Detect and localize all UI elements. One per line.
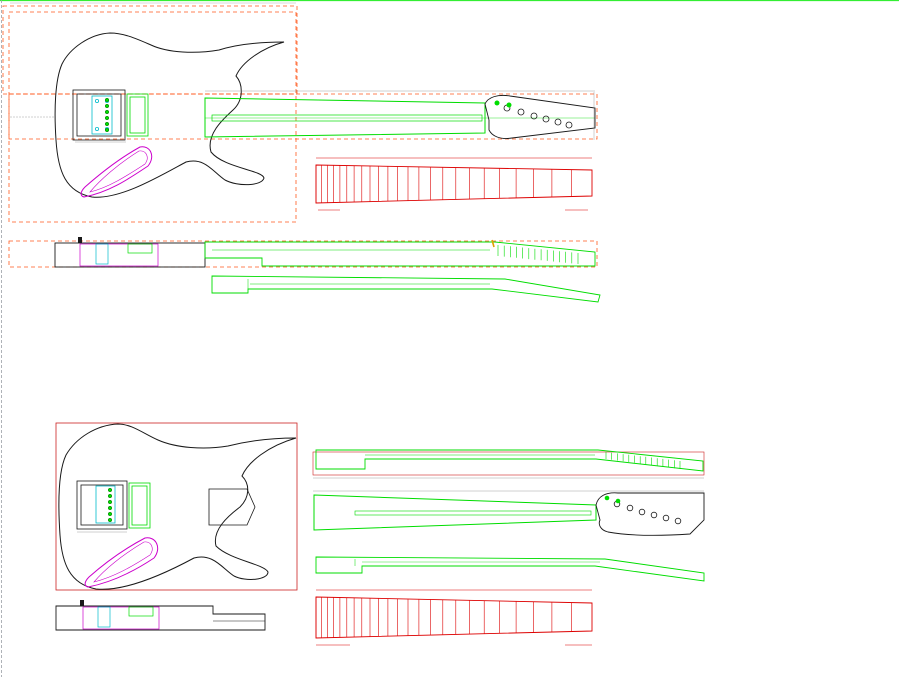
tuner-hole-icon [650, 511, 658, 519]
neck-side2-outline [315, 556, 705, 582]
bridge-cavity [76, 480, 128, 530]
neck-pocket-side [127, 243, 153, 254]
string-tree-markers [494, 100, 512, 108]
pickguard [84, 537, 159, 588]
tuner-hole-icon [662, 514, 670, 522]
tuner-hole-icon [638, 508, 646, 516]
body-outline [58, 423, 297, 590]
neck-pickup [128, 482, 151, 529]
truss-rod-channel [354, 510, 592, 516]
neck-side-view [315, 556, 705, 582]
headstock-outline [484, 94, 596, 139]
tuner-hole-icon [626, 504, 634, 512]
bridge-route-side [79, 243, 159, 267]
neck-side-frets [605, 452, 681, 469]
body-side-outline [55, 605, 266, 631]
bridge-cavity [72, 89, 126, 141]
body-side-view [54, 237, 206, 268]
tuner-hole-icon [530, 112, 538, 120]
neck-outline [204, 97, 486, 138]
fretboard-outline [315, 596, 593, 639]
body-frame [55, 422, 298, 591]
neck-side-view [211, 275, 601, 303]
bridge-pickup [91, 95, 113, 135]
neck-side-frets [497, 245, 579, 264]
guide-rectangles [2, 5, 598, 268]
nut-marker [491, 239, 495, 248]
body-top-view [55, 422, 298, 591]
neck-pocket-side [128, 606, 154, 617]
tuner-hole-icon [674, 517, 682, 525]
pickguard [80, 146, 153, 198]
tuner-hole-icon [565, 121, 573, 129]
neck-side-outline [204, 241, 596, 267]
neck-top-view [313, 490, 705, 536]
bridge-route-side [82, 606, 160, 630]
tuner-holes [613, 500, 682, 525]
pickup-route-side [97, 606, 111, 628]
fret-lines [315, 165, 572, 203]
fretboard-view [315, 157, 593, 211]
neck-side-view [204, 239, 596, 267]
neck-side-outline [315, 449, 704, 472]
fretboard-view [315, 589, 593, 646]
neck-pocket [208, 488, 256, 526]
bridge-saddles [107, 487, 113, 523]
headstock-outline [595, 492, 705, 536]
body-outline [54, 32, 285, 198]
neck-outline [313, 494, 597, 531]
body-side-outline [54, 242, 206, 268]
neck-side2-outline [211, 275, 601, 303]
tuner-hole-icon [554, 118, 562, 126]
body-side-view [55, 600, 266, 631]
body-top-view [10, 32, 285, 198]
tuner-hole-icon [542, 115, 550, 123]
string-tree-markers [604, 495, 621, 504]
pickup-route-side [95, 243, 109, 265]
body-side-step [78, 237, 82, 243]
neck-pickup [126, 93, 149, 137]
neck-side-view [312, 449, 705, 479]
bridge-saddles [104, 97, 110, 133]
tuner-hole-icon [517, 108, 525, 116]
neck-side-frame [312, 451, 705, 476]
pickguard-inner [93, 541, 153, 583]
fretboard-outline [315, 164, 593, 204]
pickguard-inner [89, 150, 148, 193]
fret-lines [315, 597, 572, 638]
tuner-holes [503, 104, 573, 129]
body-side-step [80, 600, 84, 606]
neck-top-view [204, 90, 596, 140]
bridge-pickup [95, 485, 116, 524]
